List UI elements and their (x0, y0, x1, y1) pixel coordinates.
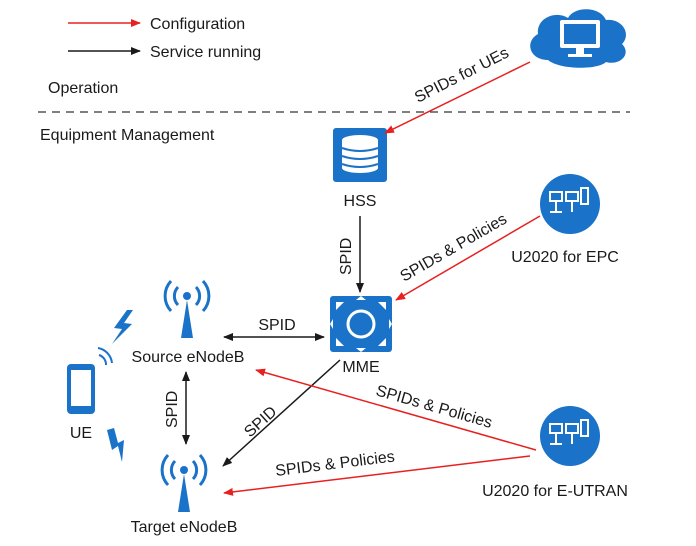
legend-config-label: Configuration (150, 16, 245, 33)
edge-label-spid-hss-mme: SPID (338, 238, 355, 275)
edge-spid-mme-target (222, 359, 341, 467)
legend: Configuration Service running (68, 16, 261, 61)
source-enodeb-label: Source eNodeB (132, 349, 245, 366)
mme-label: MME (342, 359, 379, 376)
router-icon (330, 296, 392, 352)
edge-label-spid-source-mme: SPID (258, 317, 295, 334)
edge-spids-policies-target (223, 455, 531, 496)
edge-spids-policies-epc (395, 215, 541, 301)
source-enodeb-node[interactable]: Source eNodeB (132, 279, 245, 366)
edge-spids-policies-source (255, 368, 537, 451)
target-enodeb-label: Target eNodeB (131, 519, 238, 536)
hss-node[interactable]: HSS (333, 128, 387, 210)
monitor-cloud-icon (530, 9, 627, 68)
u2020-epc-node[interactable]: U2020 for EPC (511, 174, 619, 266)
antenna-icon (160, 453, 208, 512)
network-management-icon (540, 406, 600, 466)
mme-node[interactable]: MME (330, 296, 392, 376)
wireless-link-icon (107, 428, 124, 462)
network-management-icon (540, 174, 600, 234)
legend-service-label: Service running (150, 44, 261, 61)
hss-label: HSS (344, 193, 377, 210)
ue-node[interactable]: UE (67, 347, 113, 442)
ue-label: UE (70, 425, 92, 442)
antenna-icon (163, 279, 211, 338)
edge-label-spids-policies-source: SPIDs & Policies (374, 383, 494, 432)
edge-spids-for-ues (384, 61, 531, 134)
wireless-link-icon (112, 310, 133, 344)
operation-label: Operation (48, 80, 118, 97)
edge-label-spids-policies-target: SPIDs & Policies (274, 448, 395, 480)
edge-label-spid-mme-target: SPID (241, 403, 280, 441)
edge-label-spids-for-ues: SPIDs for UEs (412, 45, 512, 107)
u2020-eutran-label: U2020 for E-UTRAN (482, 483, 628, 500)
edge-label-spid-source-target: SPID (164, 391, 181, 428)
u2020-eutran-node[interactable]: U2020 for E-UTRAN (482, 406, 628, 500)
edge-label-spids-policies-epc: SPIDs & Policies (398, 211, 510, 286)
equipment-management-label: Equipment Management (40, 127, 215, 144)
phone-icon (67, 347, 113, 414)
u2020-epc-label: U2020 for EPC (511, 249, 619, 266)
target-enodeb-node[interactable]: Target eNodeB (131, 453, 238, 536)
